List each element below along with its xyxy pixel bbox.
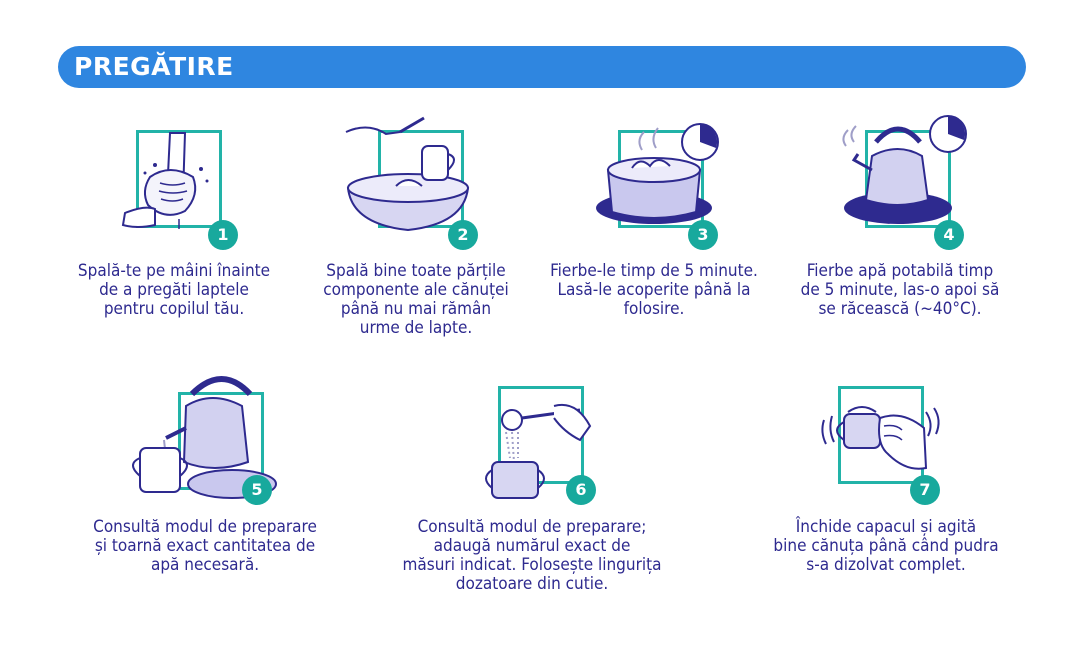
step-5-caption: Consultă modul de preparare și toarnă ex… [70, 518, 340, 575]
measuring-spoon-icon [485, 404, 592, 499]
step-1-caption: Spală-te pe mâini înainte de a pregăti l… [54, 262, 294, 319]
step-5-caption-line: apă necesară. [150, 555, 260, 575]
step-6-caption-line: dozatoare din cutie. [455, 574, 609, 594]
step-4-caption-line: se răcească (~40°C). [818, 299, 982, 319]
step-5-number-badge: 5 [242, 475, 272, 505]
step-3-number-badge: 3 [688, 220, 718, 250]
step-2-caption: Spală bine toate părțile componente ale … [296, 262, 536, 338]
step-4-caption-line: de 5 minute, las-o apoi să [800, 280, 1000, 300]
step-6-caption-line: măsuri indicat. Folosește lingurița [402, 555, 662, 575]
section-title: PREGĂTIRE [74, 52, 234, 81]
step-5-caption-line: Consultă modul de preparare [93, 517, 317, 537]
step-5-caption-line: și toarnă exact cantitatea de [94, 536, 316, 556]
step-3-caption-line: folosire. [623, 299, 685, 319]
step-7-caption-line: Închide capacul și agită [795, 517, 977, 537]
step-6-caption-line: adaugă numărul exact de [433, 536, 631, 556]
step-2-caption-line: Spală bine toate părțile [326, 261, 506, 281]
step-4-number-badge: 4 [934, 220, 964, 250]
step-2-caption-line: până nu mai rămân [340, 299, 492, 319]
step-6-caption-line: Consultă modul de preparare; [417, 517, 647, 537]
shaking-cup-icon [821, 406, 940, 470]
step-6-number-badge: 6 [566, 475, 596, 505]
cup-washing-icon [345, 116, 470, 232]
hand-washing-icon [121, 132, 209, 229]
step-7-caption: Închide capacul și agită bine cănuța pân… [756, 518, 1016, 575]
step-3-caption: Fierbe-le timp de 5 minute. Lasă-le acop… [534, 262, 774, 319]
step-1-caption-line: de a pregăti laptele [99, 280, 249, 300]
step-3-caption-line: Lasă-le acoperite până la [557, 280, 751, 300]
kettle-icon [842, 115, 967, 224]
step-1-caption-line: pentru copilul tău. [103, 299, 245, 319]
step-4-caption-line: Fierbe apă potabilă timp [806, 261, 994, 281]
step-2-caption-line: urme de lapte. [359, 318, 473, 338]
step-2-number-badge: 2 [448, 220, 478, 250]
section-header-bar [58, 46, 1026, 88]
step-7-number-badge: 7 [910, 475, 940, 505]
step-1-caption-line: Spală-te pe mâini înainte [77, 261, 271, 281]
step-4-caption: Fierbe apă potabilă timp de 5 minute, la… [780, 262, 1020, 319]
step-7-caption-line: bine cănuța până când pudra [773, 536, 999, 556]
step-6-caption: Consultă modul de preparare; adaugă numă… [382, 518, 682, 594]
step-7-caption-line: s-a dizolvat complet. [806, 555, 966, 575]
boiling-pot-icon [596, 123, 719, 224]
step-1-number-badge: 1 [208, 220, 238, 250]
step-3-caption-line: Fierbe-le timp de 5 minute. [550, 261, 758, 281]
step-2-caption-line: componente ale cănuței [323, 280, 509, 300]
